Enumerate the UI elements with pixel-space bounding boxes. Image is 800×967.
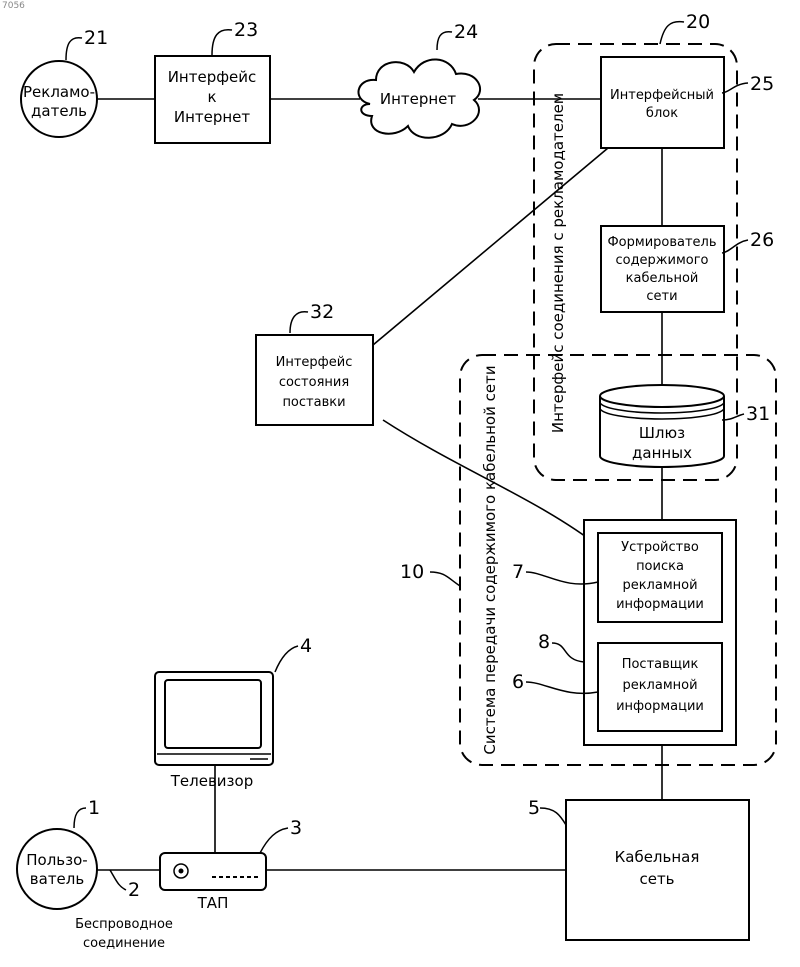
ad-provider-label-2: рекламной [622, 678, 697, 693]
ad-provider-label-3: информации [616, 699, 704, 714]
corner-code: 7056 [2, 1, 25, 11]
user-node: Пользо- ватель [17, 829, 97, 909]
ref-26: 26 [750, 229, 774, 251]
ad-search-label-3: рекламной [622, 578, 697, 593]
internet-interface-label-1: Интерфейс [168, 68, 257, 86]
cable-network-label-1: Кабельная [615, 848, 700, 866]
delivery-status-label-2: состояния [279, 375, 349, 390]
cable-network-label-2: сеть [639, 870, 674, 888]
wireless-label-2: соединение [83, 936, 165, 951]
content-former-label-2: содержимого [615, 253, 708, 268]
content-system-region-label: Система передачи содержимого кабельной с… [481, 365, 499, 754]
tv-label: Телевизор [170, 772, 253, 790]
television-node: Телевизор [155, 672, 273, 790]
tap-label: ТАП [197, 894, 229, 912]
tap-node: ТАП [160, 853, 266, 912]
ad-provider-label-1: Поставщик [622, 657, 699, 672]
ref-8: 8 [538, 631, 550, 653]
interface-block-label-1: Интерфейсный [610, 88, 714, 103]
internet-interface-node: Интерфейс к Интернет [155, 56, 270, 143]
ref-24: 24 [454, 21, 478, 43]
internet-interface-label-2: к [207, 88, 216, 106]
ref-4: 4 [300, 635, 312, 657]
cable-network-node: Кабельная сеть [566, 800, 749, 940]
ref-1: 1 [88, 797, 100, 819]
interface-block-label-2: блок [646, 106, 678, 121]
advertiser-label-1: Рекламо- [23, 83, 95, 101]
ref-23: 23 [234, 19, 258, 41]
ref-20: 20 [686, 11, 710, 33]
ref-10: 10 [400, 561, 424, 583]
ref-32: 32 [310, 301, 334, 323]
ad-search-label-2: поиска [636, 559, 684, 574]
content-former-label-3: кабельной [626, 271, 699, 286]
data-gateway-label-1: Шлюз [639, 424, 685, 442]
ref-5: 5 [528, 797, 540, 819]
data-gateway-node: Шлюз данных [600, 385, 724, 467]
interface-block-node: Интерфейсный блок [601, 57, 724, 148]
ref-21: 21 [84, 27, 108, 49]
ref-6: 6 [512, 671, 524, 693]
content-former-label-4: сети [646, 289, 677, 304]
internet-label: Интернет [380, 90, 457, 108]
ref-25: 25 [750, 73, 774, 95]
advertiser-interface-region-label: Интерфейс соединения с рекламодателем [549, 93, 567, 433]
ref-2: 2 [128, 879, 140, 901]
delivery-status-interface-node: Интерфейс состояния поставки [256, 335, 373, 425]
delivery-status-label-1: Интерфейс [276, 355, 353, 370]
ad-search-device-node: Устройство поиска рекламной информации [598, 533, 722, 622]
ad-provider-node: Поставщик рекламной информации [598, 643, 722, 731]
internet-cloud-node: Интернет [359, 59, 481, 137]
ref-3: 3 [290, 817, 302, 839]
delivery-status-label-3: поставки [282, 395, 345, 410]
content-former-node: Формирователь содержимого кабельной сети [601, 226, 724, 312]
wireless-label-1: Беспроводное [75, 917, 173, 932]
ad-search-label-1: Устройство [621, 540, 699, 555]
advertiser-node: Рекламо- датель [21, 61, 97, 137]
ad-search-label-4: информации [616, 597, 704, 612]
content-former-label-1: Формирователь [607, 235, 716, 250]
advertiser-label-2: датель [31, 102, 87, 120]
user-label-1: Пользо- [26, 851, 87, 869]
internet-interface-label-3: Интернет [174, 108, 251, 126]
data-gateway-label-2: данных [632, 444, 692, 462]
ref-7: 7 [512, 561, 524, 583]
ref-31: 31 [746, 403, 770, 425]
user-label-2: ватель [30, 870, 84, 888]
